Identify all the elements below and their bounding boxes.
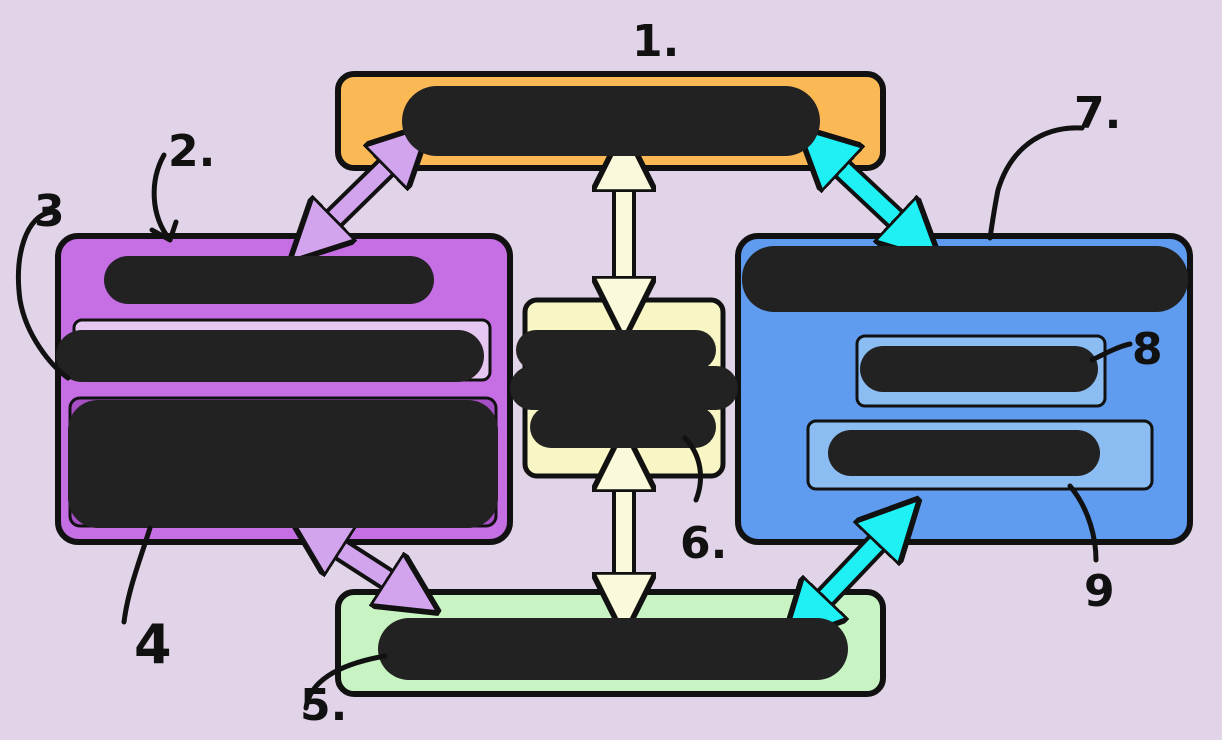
label-8: 8 — [1132, 324, 1163, 375]
leader-8 — [1089, 341, 1133, 363]
redaction-left-header — [104, 256, 434, 304]
label-9: 9 — [1084, 566, 1115, 617]
leader-6 — [682, 435, 703, 503]
redaction-left-panel — [68, 400, 498, 528]
redaction-left-row — [56, 330, 484, 382]
redaction-bottom-box — [378, 618, 848, 680]
redaction-top-box — [402, 86, 820, 156]
arrow-top-right — [820, 148, 918, 240]
label-1: 1. — [632, 16, 680, 67]
label-7: 7. — [1074, 88, 1122, 139]
redaction-center-1 — [516, 330, 716, 370]
leader-5 — [303, 653, 388, 711]
arrow-left-bottom — [315, 533, 413, 596]
leader-2 — [149, 152, 179, 243]
label-6: 6. — [680, 518, 728, 569]
label-5: 5. — [300, 680, 348, 731]
label-2: 2. — [168, 126, 216, 177]
redaction-right-small — [860, 346, 1098, 392]
leader-3 — [15, 209, 71, 381]
arrow-top-left — [312, 146, 408, 240]
redaction-right-wide — [828, 430, 1100, 476]
leader-lines — [15, 125, 1133, 711]
redaction-right-header — [742, 246, 1188, 312]
redactions — [56, 86, 1188, 680]
leader-4 — [121, 525, 153, 625]
leader-7 — [987, 125, 1085, 241]
label-4: 4 — [134, 613, 172, 676]
label-3: 3 — [34, 186, 65, 237]
redaction-center-3 — [530, 406, 716, 448]
redaction-center-2 — [510, 366, 738, 410]
leader-9 — [1067, 483, 1099, 563]
arrow-right-bottom — [804, 521, 898, 620]
